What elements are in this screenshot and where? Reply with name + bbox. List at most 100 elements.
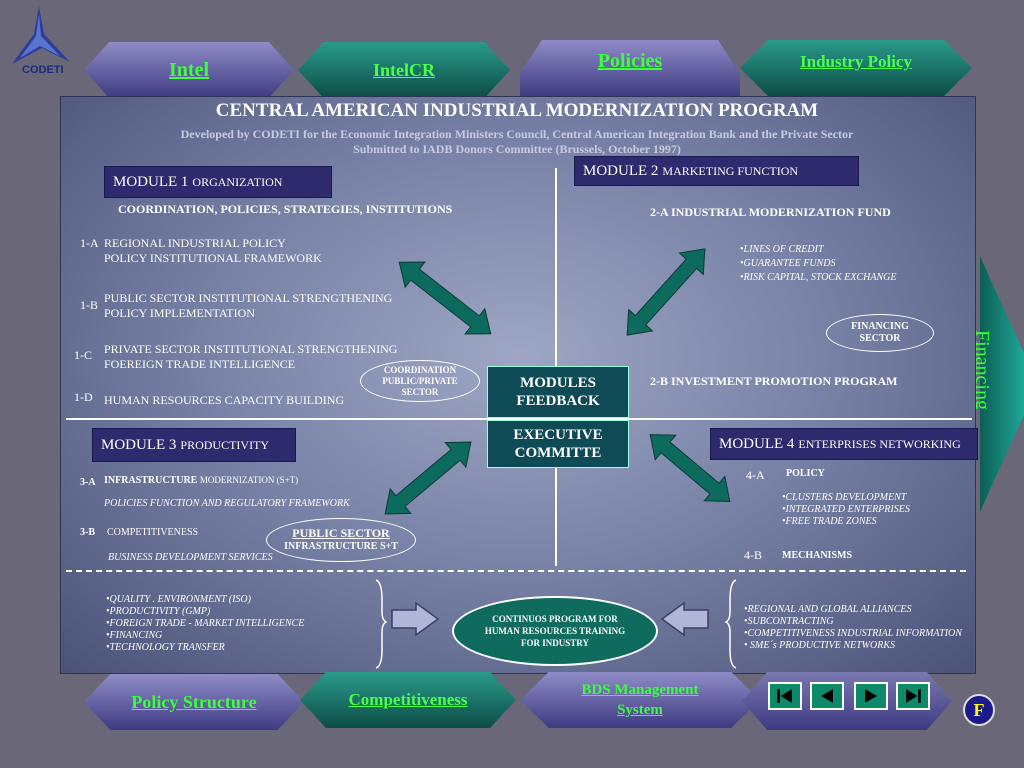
f-button-label: F — [973, 699, 985, 720]
module-1-name: MODULE 1 — [113, 173, 189, 190]
program-line-2: HUMAN RESOURCES TRAINING — [484, 626, 626, 636]
item-1b-line2: POLICY IMPLEMENTATION — [104, 306, 255, 320]
bottom-right-item-4: • SME´s PRODUCTIVE NETWORKS — [744, 640, 895, 651]
horizontal-divider — [66, 418, 972, 420]
tab-competitiveness[interactable]: Competitiveness — [300, 672, 516, 728]
item-1b-line1: PUBLIC SECTOR INSTITUTIONAL STRENGTHENIN… — [104, 291, 393, 305]
module-2a-bullet-1: •LINES OF CREDIT — [740, 244, 824, 255]
module-3a-title-small: MODERNIZATION (S+T) — [199, 475, 299, 485]
coordination-line-3: SECTOR — [401, 386, 439, 397]
module-4-name: MODULE 4 — [719, 435, 795, 452]
program-line-3: FOR INDUSTRY — [521, 638, 589, 648]
bottom-left-item-5: •TECHNOLOGY TRANSFER — [106, 642, 225, 653]
module-4-sub: ENTERPRISES NETWORKING — [798, 436, 961, 451]
tab-intelcr[interactable]: IntelCR — [298, 42, 510, 98]
f-button[interactable]: F — [963, 694, 995, 726]
exec-line-2: COMMITTE — [514, 445, 602, 461]
item-1a-code: 1-A — [80, 236, 99, 250]
bottom-right-item-2: •SUBCONTRACTING — [744, 616, 834, 627]
item-1c-code: 1-C — [74, 348, 92, 362]
subtitle-line-2: Submitted to IADB Donors Committee (Brus… — [353, 142, 681, 156]
tab-industry-policy-label: Industry Policy — [800, 52, 912, 71]
module-2-sub: MARKETING FUNCTION — [662, 163, 799, 178]
right-arrow-icon — [391, 601, 440, 637]
previous-page-button[interactable] — [810, 682, 844, 710]
page-subtitle: Developed by CODETI for the Economic Int… — [60, 127, 974, 157]
right-brace-icon — [724, 579, 737, 669]
public-sector-ellipse: PUBLIC SECTOR INFRASTRUCTURE S+T — [266, 518, 416, 562]
module-3-name: MODULE 3 — [101, 436, 177, 453]
modules-feedback-box: MODULES FEEDBACK — [487, 366, 629, 418]
bottom-left-item-4: •FINANCING — [106, 630, 163, 641]
module-2b-title: 2-B INVESTMENT PROMOTION PROGRAM — [650, 374, 898, 388]
public-sector-line-2: INFRASTRUCTURE S+T — [284, 541, 398, 552]
tab-bds-line-1: BDS Management — [581, 682, 699, 698]
logo-text: CODETI — [22, 64, 64, 76]
coordination-ellipse: COORDINATION PUBLIC/PRIVATE SECTOR — [360, 360, 480, 402]
tab-policy-structure-label: Policy Structure — [131, 691, 257, 712]
double-arrow-icon — [626, 248, 706, 336]
bottom-right-item-1: •REGIONAL AND GLOBAL ALLIANCES — [744, 604, 912, 615]
item-1b-code: 1-B — [80, 298, 98, 312]
public-sector-line-1: PUBLIC SECTOR — [292, 526, 390, 540]
tab-industry-policy[interactable]: Industry Policy — [740, 40, 972, 96]
bottom-left-item-2: •PRODUCTIVITY (GMP) — [106, 606, 211, 617]
module-2-name: MODULE 2 — [583, 162, 659, 179]
module-3-sub: PRODUCTIVITY — [180, 437, 270, 452]
tab-bds-management[interactable]: BDS Management System — [520, 672, 760, 728]
item-1d-line1: HUMAN RESOURCES CAPACITY BUILDING — [104, 393, 345, 407]
bottom-left-item-1: •QUALITY . ENVIRONMENT (ISO) — [106, 594, 251, 605]
tab-financing-label[interactable]: Financing — [971, 330, 993, 410]
module-4a-code: 4-A — [746, 468, 765, 482]
module-2a-bullet-3: •RISK CAPITAL, STOCK EXCHANGE — [740, 272, 897, 283]
last-page-button[interactable] — [896, 682, 930, 710]
tab-competitiveness-label: Competitiveness — [348, 690, 468, 709]
module-3b-italic: BUSINESS DEVELOPMENT SERVICES — [108, 552, 273, 563]
module-3a-code: 3-A — [80, 477, 96, 488]
financing-line-2: SECTOR — [859, 333, 901, 344]
module-4a-bullet-1: •CLUSTERS DEVELOPMENT — [782, 492, 907, 503]
tab-intel-label: Intel — [169, 58, 209, 81]
bottom-left-item-3: •FOREIGN TRADE - MARKET INTELLIGENCE — [106, 618, 305, 629]
module-2a-bullet-2: •GUARANTEE FUNDS — [740, 258, 836, 269]
dashed-divider — [66, 570, 966, 572]
financing-sector-ellipse: FINANCING SECTOR — [826, 314, 934, 352]
training-program-ellipse: CONTINUOS PROGRAM FOR HUMAN RESOURCES TR… — [452, 596, 658, 666]
item-1a-line2: POLICY INSTITUTIONAL FRAMEWORK — [104, 251, 322, 265]
codeti-logo-icon — [12, 6, 70, 64]
executive-committee-box: EXECUTIVE COMMITTE — [487, 420, 629, 468]
module-1-sub: ORGANIZATION — [192, 174, 283, 189]
double-arrow-icon — [649, 434, 731, 502]
tab-policies[interactable]: Policies — [520, 40, 740, 96]
module-4a-bullet-2: •INTEGRATED ENTERPRISES — [782, 504, 910, 515]
financing-line-1: FINANCING — [851, 321, 909, 332]
tab-intelcr-label: IntelCR — [373, 59, 435, 80]
left-arrow-icon — [660, 601, 709, 637]
module-3a-title-main: INFRASTRUCTURE — [104, 475, 198, 486]
tab-policies-label: Policies — [597, 50, 663, 72]
module-3a-title: INFRASTRUCTURE MODERNIZATION (S+T) — [104, 474, 298, 487]
tab-policy-structure[interactable]: Policy Structure — [84, 674, 304, 730]
module-1-heading: COORDINATION, POLICIES, STRATEGIES, INST… — [118, 202, 453, 216]
coordination-line-1: COORDINATION — [383, 364, 457, 375]
first-page-button[interactable] — [768, 682, 802, 710]
tab-bds-line-2: System — [617, 702, 663, 718]
double-arrow-icon — [398, 261, 492, 335]
feedback-line-2: FEEDBACK — [516, 393, 600, 409]
subtitle-line-1: Developed by CODETI for the Economic Int… — [180, 127, 854, 141]
module-3a-italic: POLICIES FUNCTION AND REGULATORY FRAMEWO… — [104, 498, 350, 509]
item-1c-line2: FOEREIGN TRADE INTELLIGENCE — [104, 357, 296, 371]
module-3b-code: 3-B — [80, 527, 95, 538]
module-4a-title: POLICY — [786, 468, 825, 479]
item-1a-line1: REGIONAL INDUSTRIAL POLICY — [104, 236, 286, 250]
module-4b-title: MECHANISMS — [782, 550, 853, 561]
program-line-1: CONTINUOS PROGRAM FOR — [492, 614, 618, 624]
double-arrow-icon — [384, 441, 472, 515]
tab-intel[interactable]: Intel — [84, 42, 294, 98]
next-page-button[interactable] — [854, 682, 888, 710]
